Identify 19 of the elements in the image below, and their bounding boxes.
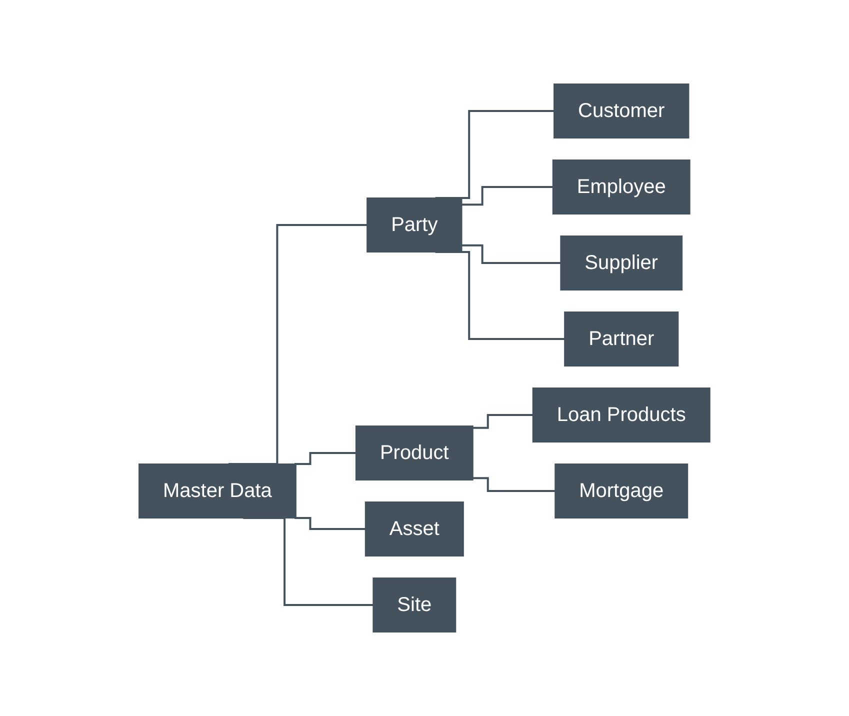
- node-box: Master Data: [138, 464, 296, 518]
- node-box: Supplier: [560, 236, 683, 290]
- connector: [462, 186, 553, 206]
- node-box: Product: [356, 426, 474, 480]
- connector: [228, 224, 368, 465]
- connector: [462, 244, 561, 264]
- node-box: Partner: [564, 312, 679, 366]
- node-box: Customer: [554, 84, 690, 138]
- node-box: Site: [372, 578, 456, 632]
- node-box: Mortgage: [554, 464, 688, 518]
- node-box: Asset: [364, 502, 464, 556]
- connector: [435, 110, 554, 199]
- connector: [294, 452, 356, 465]
- connector: [472, 477, 556, 492]
- node-box: Loan Products: [532, 388, 710, 442]
- node-box: Party: [366, 198, 462, 252]
- connector: [294, 517, 366, 530]
- node-box: Employee: [552, 160, 690, 214]
- connector: [472, 414, 533, 429]
